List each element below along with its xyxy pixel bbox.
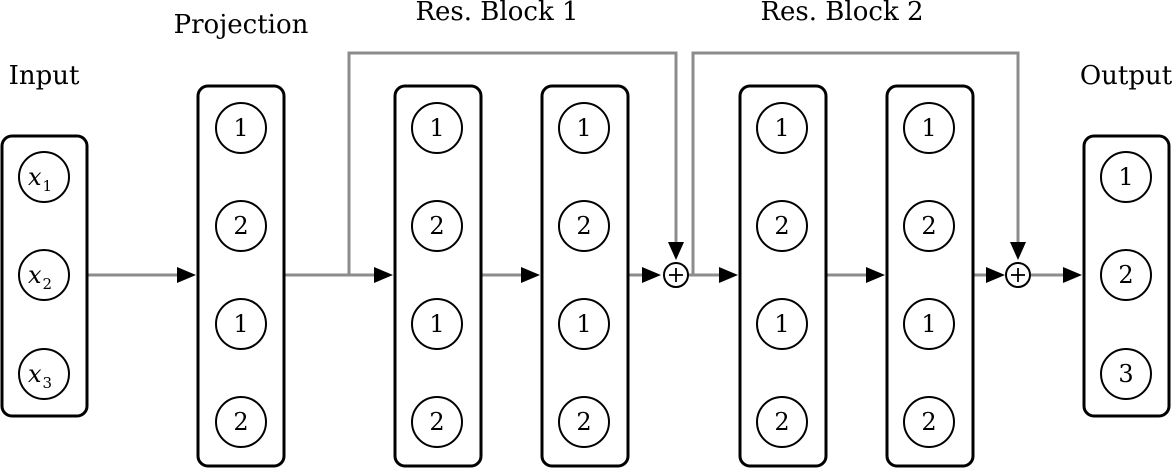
- neuron-label: 2: [233, 408, 248, 436]
- res-block-2-layer-2-box: [885, 84, 975, 468]
- neuron-node: [756, 396, 808, 448]
- projection-label: Projection: [174, 10, 309, 40]
- arrow-skip1-into-sum1: [668, 242, 684, 260]
- neuron-label: 1: [576, 310, 591, 338]
- neuron-label: 2: [576, 212, 591, 240]
- neuron-node: [756, 298, 808, 350]
- neuron-node: [756, 102, 808, 154]
- output-label: Output: [1080, 61, 1172, 91]
- neuron-node: [215, 396, 267, 448]
- neuron-label: 1: [1118, 163, 1133, 191]
- neuron-label: 1: [774, 310, 789, 338]
- input-label: Input: [9, 61, 80, 91]
- sum-node-1: [663, 262, 689, 288]
- neuron-label: 1: [774, 114, 789, 142]
- arrow-skip2-into-sum2: [1010, 242, 1026, 260]
- neuron-node: [558, 102, 610, 154]
- res-block-1-label: Res. Block 1: [415, 0, 578, 27]
- neuron-node: [215, 200, 267, 252]
- skip-connection-1: [347, 51, 678, 275]
- skip-connection-2: [691, 51, 1020, 275]
- neuron-node: [903, 102, 955, 154]
- neuron-label: 1: [233, 114, 248, 142]
- neuron-label: 2: [921, 408, 936, 436]
- neuron-node: [903, 298, 955, 350]
- res-block-1-layer-2-box: [540, 84, 630, 468]
- neuron-label: x1: [28, 163, 52, 195]
- neuron-label: 1: [921, 310, 936, 338]
- neuron-node: [18, 348, 70, 400]
- connections: [87, 51, 1071, 277]
- neuron-label: 2: [774, 408, 789, 436]
- projection-layer: 1 2 1 2: [196, 84, 286, 468]
- neuron-label: 1: [429, 114, 444, 142]
- arrowheads: [177, 242, 1082, 283]
- neuron-label: 3: [1118, 360, 1133, 388]
- arrow-into-output: [1063, 267, 1082, 283]
- res-block-1-layer-2: 1 2 1 2: [540, 84, 630, 468]
- neuron-node: [18, 249, 70, 301]
- neuron-label: 1: [921, 114, 936, 142]
- neuron-node: [411, 396, 463, 448]
- res-block-2-layer-2: 1 2 1 2: [885, 84, 975, 468]
- neuron-node: [903, 396, 955, 448]
- neuron-label: 2: [774, 212, 789, 240]
- neuron-node: [411, 298, 463, 350]
- arrow-into-projection: [177, 267, 196, 283]
- sum-node-2: [1005, 262, 1031, 288]
- res-block-2-layer-1-box: [738, 84, 828, 468]
- neuron-node: [558, 396, 610, 448]
- neuron-label: 2: [921, 212, 936, 240]
- input-layer: x1 x2 x3: [0, 134, 89, 418]
- output-layer: 1 2 3: [1082, 134, 1171, 418]
- arrow-into-block1: [374, 267, 393, 283]
- arrow-block2-internal: [866, 267, 885, 283]
- neuron-node: [1100, 151, 1152, 203]
- neuron-label: x2: [28, 261, 52, 293]
- arrow-into-block2: [719, 267, 738, 283]
- neuron-node: [903, 200, 955, 252]
- neuron-label: 1: [429, 310, 444, 338]
- projection-layer-box: [196, 84, 286, 468]
- arrow-into-sum1: [642, 267, 661, 283]
- neuron-node: [756, 200, 808, 252]
- arrow-into-sum2: [986, 267, 1005, 283]
- neuron-node: [1100, 348, 1152, 400]
- res-block-1-layer-1: 1 2 1 2: [393, 84, 483, 468]
- neuron-node: [558, 200, 610, 252]
- neuron-label: 1: [576, 114, 591, 142]
- res-block-1-layer-1-box: [393, 84, 483, 468]
- neuron-node: [215, 102, 267, 154]
- arrow-block1-internal: [521, 267, 540, 283]
- neuron-label: 2: [429, 408, 444, 436]
- neuron-label: 2: [233, 212, 248, 240]
- neuron-label: 2: [576, 408, 591, 436]
- res-block-2-layer-1: 1 2 1 2: [738, 84, 828, 468]
- neuron-label: 2: [429, 212, 444, 240]
- neuron-label: 1: [233, 310, 248, 338]
- res-block-2-label: Res. Block 2: [760, 0, 923, 27]
- neuron-label: 2: [1118, 261, 1133, 289]
- neuron-node: [215, 298, 267, 350]
- neuron-node: [18, 151, 70, 203]
- neuron-node: [1100, 249, 1152, 301]
- layers: x1 x2 x3 1 2 1 2 1 2 1 2 1 2 1 2 1 2 1 2 1 2 1 2 1 2 3: [0, 84, 1171, 468]
- neuron-node: [411, 102, 463, 154]
- neuron-label: x3: [28, 360, 52, 392]
- neuron-node: [558, 298, 610, 350]
- neuron-node: [411, 200, 463, 252]
